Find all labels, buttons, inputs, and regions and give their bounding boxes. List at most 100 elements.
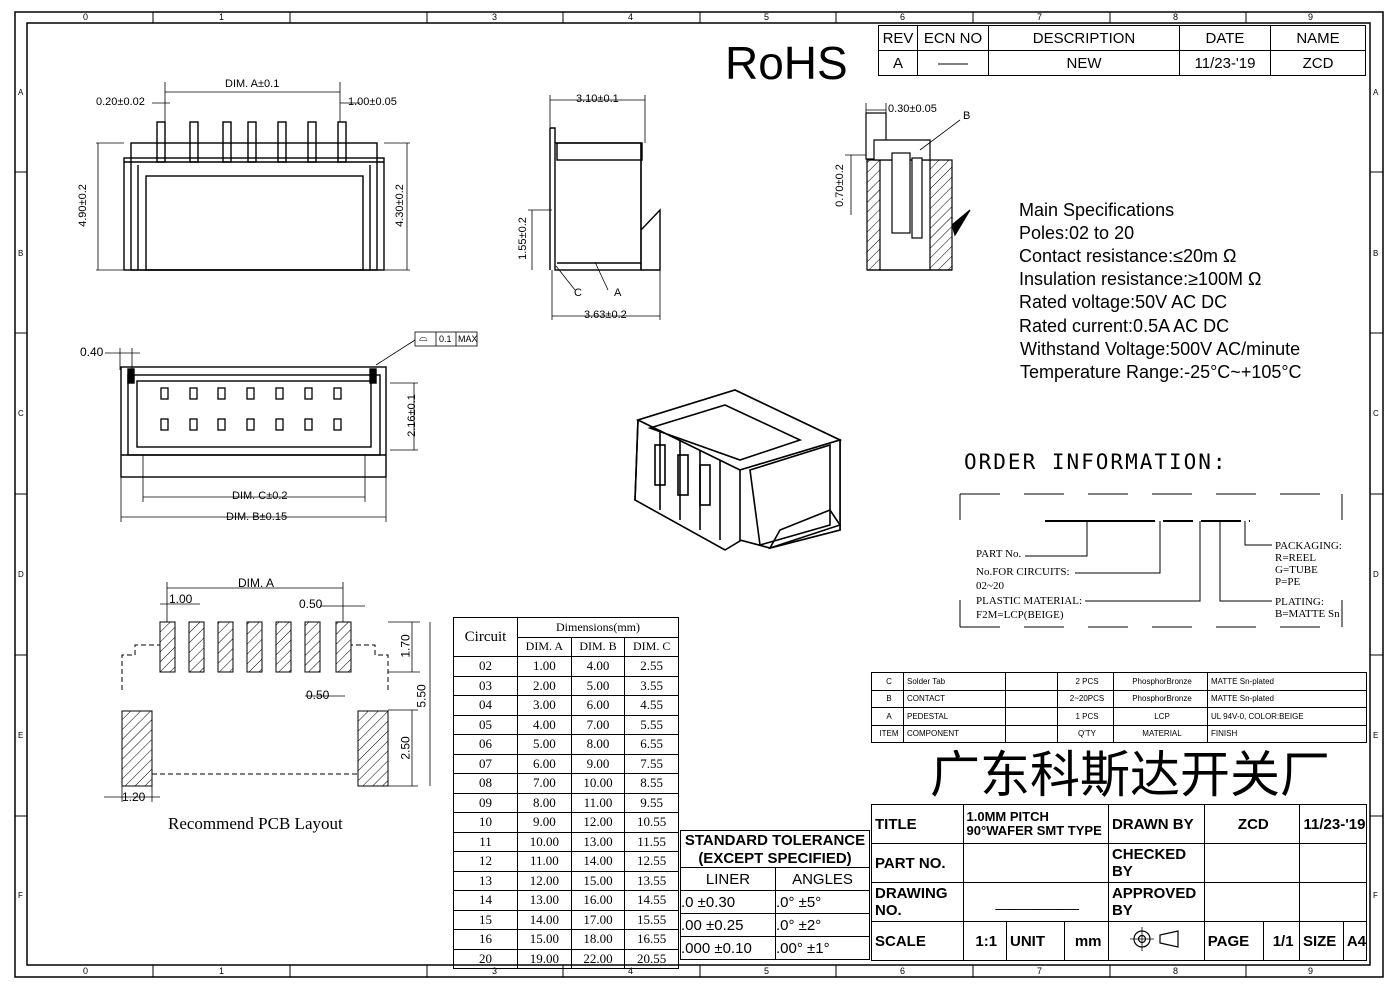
- dimension-cell: 4.55: [624, 695, 679, 716]
- dimension-cell: 14.55: [624, 890, 679, 911]
- dimension-cell: 6.55: [624, 734, 679, 755]
- dimension-cell: 15.00: [570, 870, 626, 891]
- dimensions-header: Dimensions(mm): [517, 617, 679, 638]
- circuit-cell: 10: [453, 812, 518, 833]
- spec-line: Contact resistance:≤20m Ω: [1019, 246, 1237, 266]
- grid-row-f-right: F: [1373, 891, 1378, 900]
- part-no-label: PART NO.: [871, 843, 964, 883]
- dimension-cell: 4.00: [517, 714, 572, 735]
- bom-cell: C: [871, 672, 904, 691]
- tolerance-title-2: (EXCEPT SPECIFIED): [698, 849, 852, 867]
- bom-cell: Q'TY: [1057, 724, 1114, 743]
- dimension-cell: 12.00: [570, 812, 626, 833]
- spec-line: Poles:02 to 20: [1019, 223, 1135, 243]
- front-pins: [160, 387, 342, 431]
- dimension-cell: 16.55: [624, 929, 679, 950]
- flatness-value: 0.1: [439, 334, 452, 344]
- dimension-cell: 4.00: [570, 656, 626, 677]
- grid-row-a: A: [18, 88, 24, 97]
- bom-cell: PEDESTAL: [903, 707, 1006, 726]
- circuit-cell: 11: [453, 831, 518, 852]
- dimension-cell: 2.00: [517, 675, 572, 696]
- dimension-cell: 6.00: [517, 753, 572, 774]
- dimension-cell: 10.00: [517, 831, 572, 852]
- checked-by-name: [1203, 843, 1300, 883]
- pcb-total-height-label: 5.50: [414, 684, 429, 708]
- dimension-cell: 12.55: [624, 851, 679, 872]
- grid-col-4-bottom: 4: [628, 966, 634, 976]
- pcb-caption: Recommend PCB Layout: [168, 814, 343, 833]
- grid-col-1: 1: [219, 12, 225, 22]
- circuit-cell: 07: [453, 753, 518, 774]
- spec-line: Withstand Voltage:500V AC/minute: [1020, 339, 1301, 359]
- dimension-cell: 11.00: [517, 851, 572, 872]
- order-packaging: PACKAGING:: [1275, 540, 1342, 552]
- bom-cell: A: [871, 707, 904, 726]
- circuit-cell: 13: [453, 870, 518, 891]
- order-plating: PLATING:: [1275, 596, 1324, 608]
- order-plastic: PLASTIC MATERIAL:: [976, 595, 1083, 607]
- height-right-label: 4.30±0.2: [393, 184, 406, 227]
- bom-cell: 1 PCS: [1057, 707, 1114, 726]
- ecn-header: ECN NO: [917, 25, 989, 51]
- liner-header: LINER: [680, 867, 776, 891]
- dimension-cell: 13.00: [517, 890, 572, 911]
- approved-date: [1298, 882, 1368, 922]
- circuit-cell: 08: [453, 773, 518, 794]
- side-width-label: 3.10±0.1: [576, 93, 619, 105]
- company-name: 广东科斯达开关厂: [930, 747, 1330, 803]
- description-header: DESCRIPTION: [988, 25, 1180, 51]
- page-value: 1/1: [1263, 921, 1300, 961]
- bom-cell: 2 PCS: [1057, 672, 1114, 691]
- scale-value: 1:1: [962, 921, 1007, 961]
- pcb-dims: [104, 582, 431, 802]
- checked-date: [1298, 843, 1368, 883]
- bom-cell: FINISH: [1207, 724, 1367, 743]
- grid-col-0-bottom: 0: [83, 966, 89, 976]
- dimension-cell: 10.00: [570, 773, 626, 794]
- grid-col-3: 3: [492, 12, 498, 22]
- dimension-cell: 5.00: [570, 675, 626, 696]
- bom-cell: [1005, 707, 1058, 726]
- side-callout-c: C: [574, 287, 582, 299]
- rohs-mark: RoHS: [725, 37, 848, 89]
- dim-b-label: DIM. B±0.15: [226, 511, 288, 523]
- detail-height-label: 0.70±0.2: [833, 164, 846, 207]
- bom-cell: MATTE Sn-plated: [1207, 689, 1367, 708]
- angle-value: .00° ±1°: [775, 936, 870, 960]
- circuit-cell: 03: [453, 675, 518, 696]
- dimension-cell: 11.55: [624, 831, 679, 852]
- pcb-tab-height-label: 2.50: [398, 736, 413, 760]
- circuit-header: Circuit: [453, 617, 518, 657]
- grid-col-6: 6: [900, 12, 906, 22]
- order-packaging-opt: R=REEL: [1275, 552, 1317, 564]
- dimension-cell: 13.55: [624, 870, 679, 891]
- front-view: [120, 366, 387, 478]
- dimension-cell: 11.00: [570, 792, 626, 813]
- dim-c-label: DIM. C±0.2: [232, 490, 288, 502]
- rev-value: A: [878, 50, 918, 76]
- grid-col-7: 7: [1037, 12, 1043, 22]
- liner-value: .00 ±0.25: [680, 913, 776, 937]
- side-view-dims: [528, 95, 661, 320]
- angles-header: ANGLES: [775, 867, 870, 891]
- size-value: A4: [1342, 921, 1368, 961]
- dimension-cell: 19.00: [517, 948, 572, 969]
- revision-table: REV ECN NO DESCRIPTION DATE NAME A —— NE…: [878, 25, 1366, 76]
- dimension-cell: 17.00: [570, 909, 626, 930]
- section-detail: [865, 112, 971, 271]
- circuit-cell: 14: [453, 890, 518, 911]
- spec-line: Rated voltage:50V AC DC: [1019, 292, 1228, 312]
- size-label: SIZE: [1298, 921, 1344, 961]
- bom-cell: LCP: [1113, 707, 1208, 726]
- bom-cell: CONTACT: [903, 689, 1006, 708]
